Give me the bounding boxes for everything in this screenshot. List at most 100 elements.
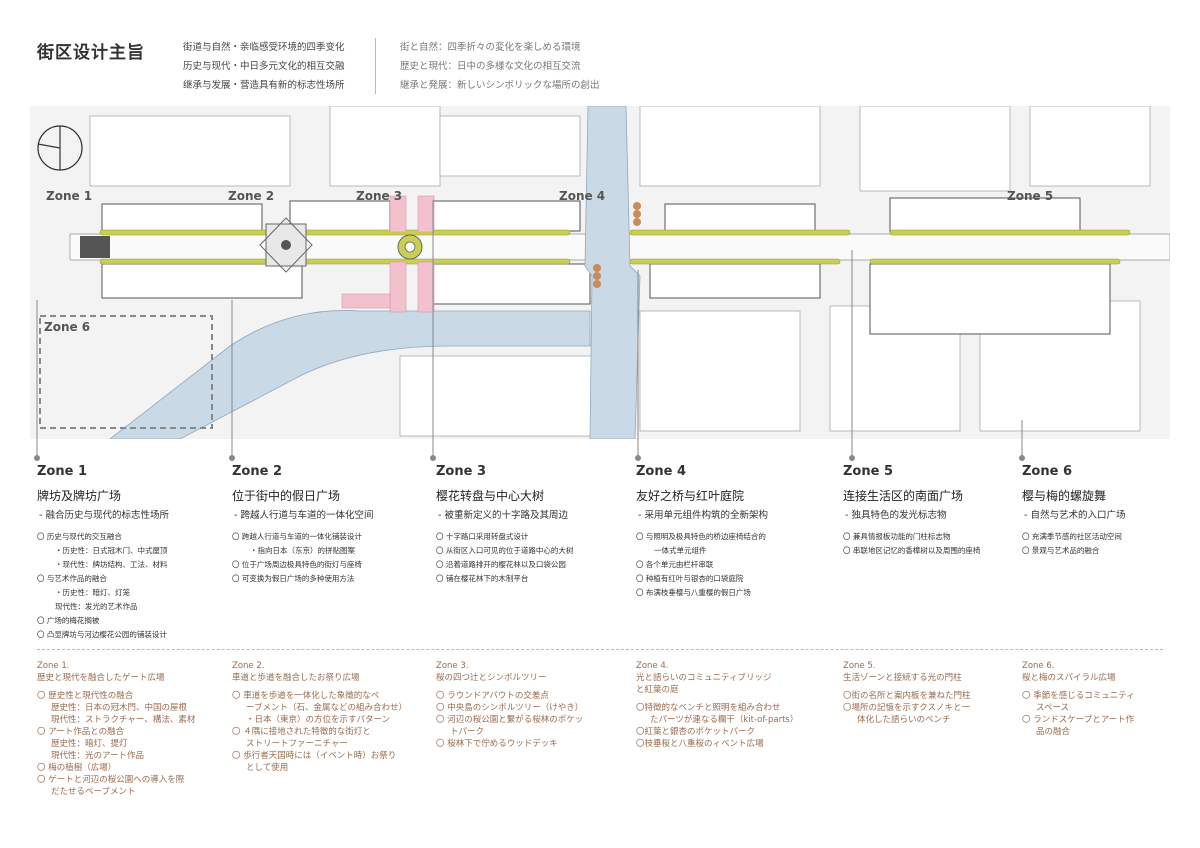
zone2-plaza — [259, 217, 313, 273]
zone-jp-item: スペース — [1036, 703, 1069, 713]
zone-jp-heading: Zone 3. 桜の四つ辻とシンボルツリー — [436, 660, 626, 684]
page-title: 街区设计主旨 — [37, 43, 145, 63]
zone-subtitle: - 采用单元组件构筑的全新架构 — [638, 510, 768, 521]
zone-item: 〇 十字路口采用转盘式设计 — [436, 532, 529, 541]
zone-name: Zone 3 — [436, 464, 487, 479]
zone-item: 〇 与照明及极具特色的桥边座椅结合的 — [636, 532, 766, 541]
zone-item: ・指向日本（东京）的拼贴图案 — [250, 546, 355, 555]
zone-jp-item: トパーク — [450, 727, 485, 737]
zone-jp-item: 〇 ランドスケープとアート作 — [1022, 715, 1135, 725]
zone-item: 〇 种植有红叶与银杏的口袋庭院 — [636, 574, 744, 583]
zone-jp-item: 〇 季節を感じるコミュニティ — [1022, 691, 1135, 701]
section-divider — [37, 649, 1163, 650]
zone-label-1: Zone 1 — [46, 189, 92, 203]
zone1-gate — [80, 236, 110, 258]
zone-jp-column-6: Zone 6. 桜と梅のスパイラル広場〇 季節を感じるコミュニティスペース〇 ラン… — [1022, 660, 1200, 738]
zone-jp-item: 〇 歩行者天国時には（イベント時）お祭り — [232, 751, 397, 761]
zone-jp-column-4: Zone 4.光と語らいのコミュニティブリッジと紅葉の庭〇特徴的なベンチと照明を… — [636, 660, 826, 750]
concept-jp-line: 歴史と現代：日中の多様な文化の相互交流 — [400, 61, 581, 72]
zone-name: Zone 1 — [37, 464, 88, 479]
zone-jp-item: 歴史性：暗灯、提灯 — [51, 739, 128, 749]
zone-jp-heading-line: Zone 6. — [1022, 661, 1055, 671]
zone-jp-column-3: Zone 3.桜の四つ辻とシンボルツリー〇 ラウンドアバウトの交差点〇 中央島の… — [436, 660, 626, 750]
zone-item: 〇 可变换为假日广场的多种使用方法 — [232, 574, 355, 583]
zone-item: 〇 充满季节感的社区活动空间 — [1022, 532, 1122, 541]
zone-column-2: Zone 2 位于街中的假日广场 - 跨越人行道与车道的一体化空间〇 跨越人行道与车… — [232, 464, 418, 586]
zone-jp-item-list: 〇街の名所と案内板を兼ねた門柱〇場所の記憶を示すクスノキと一体化した語らいのベン… — [843, 690, 1033, 726]
zone-jp-heading: Zone 2. 車道と歩道を融合したお祭り広場 — [232, 660, 422, 684]
site-plan-drawing: Zone 1 Zone 2 Zone 3 Zone 4 Zone 5 Zone … — [37, 106, 1170, 439]
zone-jp-heading-line: 桜の四つ辻とシンボルツリー — [436, 673, 547, 683]
zone-jp-heading-line: 生活ゾーンと接続する光の門柱 — [843, 673, 962, 683]
zone-jp-heading-line: Zone 5. — [843, 661, 876, 671]
zone-label-3: Zone 3 — [356, 189, 402, 203]
zone-title: 樱花转盘与中心大树 — [436, 489, 545, 503]
zone-jp-item: 〇 ラウンドアバウトの交差点 — [436, 691, 549, 701]
zone-item-list: 〇 跨越人行道与车道的一体化铺装设计・指向日本（东京）的拼贴图案〇 位于广场周边… — [232, 530, 418, 586]
zone-subtitle: - 自然与艺术的入口广场 — [1024, 510, 1126, 521]
zone-jp-heading-line: Zone 3. — [436, 661, 469, 671]
zone-jp-heading: Zone 5. 生活ゾーンと接続する光の門柱 — [843, 660, 1033, 684]
zone-jp-item: 現代性：ストラクチャー、構法、素材 — [51, 715, 196, 725]
zone-jp-item: 〇 アート作品との融合 — [37, 727, 125, 737]
zone-subtitle: - 被重新定义的十字路及其周边 — [438, 510, 568, 521]
zone-item: 现代性：发光的艺术作品 — [55, 602, 138, 611]
zone-jp-item: ーブメント（石、金属などの組み合わせ） — [246, 703, 407, 713]
zone-column-3: Zone 3 樱花转盘与中心大树 - 被重新定义的十字路及其周边〇 十字路口采用转盘… — [436, 464, 622, 586]
river-diagonal — [109, 310, 591, 439]
zone-subtitle: - 融合历史与现代的标志性场所 — [39, 510, 169, 521]
zone-jp-item: 〇場所の記憶を示すクスノキと一 — [843, 703, 970, 713]
zone-title: 连接生活区的南面广场 — [843, 489, 964, 503]
zone-item: ・历史性：日式冠木门、中式屋顶 — [55, 546, 168, 555]
zone-item: 〇 凸显牌坊与河边樱花公园的铺装设计 — [37, 630, 167, 639]
zone-subtitle: - 跨越人行道与车道的一体化空间 — [234, 510, 374, 521]
zone-jp-column-5: Zone 5. 生活ゾーンと接続する光の門柱〇街の名所と案内板を兼ねた門柱〇場所の… — [843, 660, 1033, 726]
zone-title: 位于街中的假日广场 — [232, 489, 341, 503]
zone-jp-item: 〇紅葉と銀杏のポケットパーク — [636, 727, 756, 737]
zone-jp-item: として使用 — [246, 763, 289, 773]
zone-name: Zone 2 — [232, 464, 283, 479]
zone-jp-item: 歴史性：日本の冠木門、中国の屋根 — [51, 703, 188, 713]
zone-item: 〇 景观与艺术品的融合 — [1022, 546, 1100, 555]
zone-jp-heading-line: Zone 4. — [636, 661, 669, 671]
zone-jp-item: 〇 歴史性と現代性の融合 — [37, 691, 134, 701]
concept-jp-line: 継承と発展：新しいシンボリックな場所の創出 — [400, 80, 600, 91]
zone-jp-item: 品の融合 — [1036, 727, 1071, 737]
concept-divider — [375, 38, 376, 94]
zone-item: 〇 从街区入口可见的位于道路中心的大树 — [436, 546, 574, 555]
zone-item-list: 〇 十字路口采用转盘式设计〇 从街区入口可见的位于道路中心的大树〇 沿着道路排开… — [436, 530, 622, 586]
zone-item-list: 〇 充满季节感的社区活动空间〇 景观与艺术品的融合 — [1022, 530, 1200, 558]
zone3-roundabout — [397, 234, 423, 260]
zone-jp-item: 〇枝垂桜と八重桜のィベント広場 — [636, 739, 764, 749]
street-tree-rows — [99, 229, 1131, 265]
zone-label-4: Zone 4 — [559, 189, 605, 203]
zone-title: 友好之桥与红叶庭院 — [636, 489, 745, 503]
zone-jp-heading-line: 歴史と現代を融合したゲート広場 — [37, 673, 165, 683]
zone-jp-heading-line: Zone 2. — [232, 661, 265, 671]
zone-item: 〇 与艺术作品的融合 — [37, 574, 107, 583]
zone-item: 〇 历史与现代的交互融合 — [37, 532, 122, 541]
zone6-boundary — [39, 315, 213, 429]
concept-list-cn: 街道与自然・亲临感受环境的四季变化 历史与现代・中日多元文化的相互交融 继承与发… — [183, 38, 345, 95]
zone-jp-column-1: Zone 1. 歴史と現代を融合したゲート広場〇 歴史性と現代性の融合歴史性：日本… — [37, 660, 227, 798]
zone-item: 〇 广场的梅花搁被 — [37, 616, 100, 625]
zone-label-5: Zone 5 — [1007, 189, 1053, 203]
river-vertical — [584, 106, 641, 439]
zone-jp-heading-line: と紅葉の庭 — [636, 685, 679, 695]
zone-jp-heading-line: 桜と梅のスパイラル広場 — [1022, 673, 1116, 683]
zone-item-list: 〇 与照明及极具特色的桥边座椅结合的一体式单元组件〇 各个单元由栏杆串联〇 种植… — [636, 530, 822, 600]
zone-subtitle: - 独具特色的发光标志物 — [845, 510, 947, 521]
zone-jp-item: 〇 ４隅に接地された特徴的な街灯と — [232, 727, 371, 737]
zone-jp-item-list: 〇 車道を歩道を一体化した象徴的なぺーブメント（石、金属などの組み合わせ）・日本… — [232, 690, 422, 774]
zone-jp-item: 〇 桜林下で佇めるウッドデッキ — [436, 739, 558, 749]
concept-cn-line: 街道与自然・亲临感受环境的四季变化 — [183, 42, 345, 53]
zone-jp-heading-line: 車道と歩道を融合したお祭り広場 — [232, 673, 360, 683]
zone-jp-heading-line: Zone 1. — [37, 661, 70, 671]
concept-list-jp: 街と自然：四季折々の変化を楽しめる環境 歴史と現代：日中の多様な文化の相互交流 … — [400, 38, 600, 95]
zone-jp-item: 現代性：光のアート作品 — [51, 751, 144, 761]
zone-jp-item-list: 〇 季節を感じるコミュニティスペース〇 ランドスケープとアート作品の融合 — [1022, 690, 1200, 738]
concept-cn-line: 历史与现代・中日多元文化的相互交融 — [183, 61, 345, 72]
